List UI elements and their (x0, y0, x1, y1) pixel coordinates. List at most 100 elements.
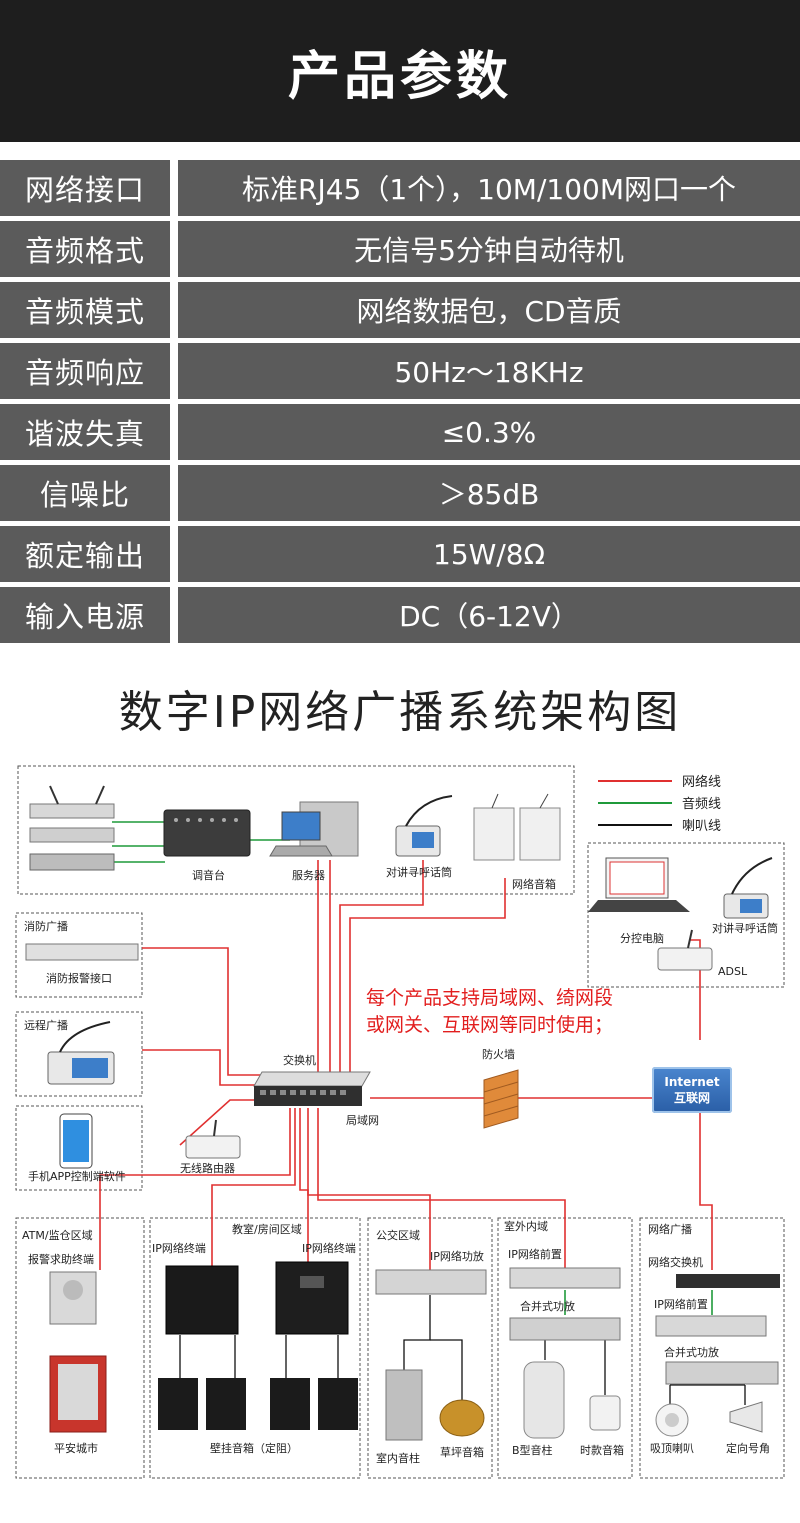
netbc-s2: 定向号角 (726, 1441, 770, 1455)
switch-icon (253, 1071, 371, 1106)
rack-equipment (29, 785, 115, 871)
netbc-amp-icon (665, 1361, 779, 1385)
horn-speaker-icon (729, 1401, 763, 1433)
bus-amp: IP网络功放 (430, 1249, 484, 1263)
spec-row: 谐波失真≤0.3% (0, 404, 800, 460)
firewall-label: 防火墙 (482, 1047, 515, 1061)
adsl-label: ADSL (718, 965, 748, 978)
netbc-pre: IP网络前置 (654, 1297, 708, 1311)
fire-device-label: 消防报警接口 (46, 971, 112, 985)
spec-row: 音频模式网络数据包，CD音质 (0, 282, 800, 338)
netbc-title: 网络广播 (648, 1222, 692, 1236)
outdoor-amp: 合并式功放 (520, 1299, 575, 1313)
remote-bc-intercom-icon (47, 1021, 115, 1085)
atm-zone-frame (15, 1217, 145, 1479)
phone-icon (59, 1113, 93, 1169)
spec-label: 音频响应 (0, 343, 170, 399)
atm-title: ATM/监仓区域 (22, 1228, 93, 1242)
laptop-icon (588, 857, 690, 912)
column-speaker-icon (385, 1369, 423, 1441)
netbc-s1: 吸顶喇叭 (650, 1441, 694, 1455)
safe-city-terminal-icon (49, 1355, 107, 1433)
mixer-label: 调音台 (192, 868, 225, 882)
intercom-label: 对讲寻呼话筒 (386, 865, 452, 879)
atm-sub: 报警求助终端 (28, 1252, 94, 1266)
app-label: 手机APP控制端软件 (28, 1169, 126, 1183)
usage-note: 每个产品支持局域网、绮网段 或网关、互联网等同时使用； (366, 985, 696, 1039)
spec-label: 额定输出 (0, 526, 170, 582)
router-label: 无线路由器 (180, 1161, 235, 1175)
netbc-preamp-icon (655, 1315, 767, 1337)
wireless-router-icon (185, 1119, 241, 1159)
atm-bottom: 平安城市 (54, 1441, 98, 1455)
spec-label: 输入电源 (0, 587, 170, 643)
app-section-frame (15, 1105, 143, 1191)
spec-row: 信噪比＞85dB (0, 465, 800, 521)
page-header: 产品参数 (0, 0, 800, 142)
classroom-zone-frame (149, 1217, 361, 1479)
spec-label: 信噪比 (0, 465, 170, 521)
outdoor-s1: B型音柱 (512, 1443, 553, 1457)
remote-intercom-label: 对讲寻呼话筒 (712, 921, 778, 935)
lan-label: 局域网 (346, 1114, 379, 1127)
page-title: 产品参数 (287, 46, 512, 107)
remote-intercom-icon (723, 857, 773, 919)
outdoor-s2: 时款音箱 (580, 1443, 624, 1457)
wall-speaker-icon (158, 1378, 358, 1430)
diagram-title: 数字IP网络广播系统架构图 (118, 687, 682, 738)
spec-label: 网络接口 (0, 160, 170, 216)
classroom-t2: IP网络终端 (302, 1241, 356, 1255)
internet-node: Internet 互联网 (652, 1067, 732, 1113)
usage-note-line: 每个产品支持局域网、绮网段 (366, 987, 614, 1009)
intercom-icon (395, 795, 453, 857)
ceiling-speaker-icon (655, 1403, 689, 1437)
bus-s2: 草坪音箱 (440, 1445, 484, 1459)
classroom-t1: IP网络终端 (152, 1241, 206, 1255)
legend-speaker-label: 喇叭线 (682, 819, 721, 834)
legend-audio-label: 音频线 (682, 796, 721, 812)
spec-value: 网络数据包，CD音质 (178, 282, 800, 338)
netbc-sw: 网络交换机 (648, 1255, 703, 1269)
server-label: 服务器 (292, 869, 325, 882)
server-icon (269, 801, 359, 857)
spec-row: 音频格式无信号5分钟自动待机 (0, 221, 800, 277)
network-switch-icon (676, 1274, 780, 1288)
net-speaker-label: 网络音箱 (512, 877, 556, 891)
network-speaker-icon (473, 793, 561, 861)
netbc-amp: 合并式功放 (664, 1345, 719, 1359)
fire-section-frame (15, 912, 143, 998)
remote-bc-title: 远程广播 (24, 1018, 68, 1032)
classroom-title: 教室/房间区域 (232, 1222, 302, 1236)
spec-row: 网络接口标准RJ45（1个），10M/100M网口一个 (0, 160, 800, 216)
fire-interface-icon (25, 943, 139, 961)
internet-en: Internet (664, 1074, 720, 1089)
outdoor-title: 室外内域 (504, 1219, 548, 1233)
spec-value: ≤0.3% (178, 404, 800, 460)
lawn-speaker-icon (439, 1399, 485, 1437)
bus-s1: 室内音柱 (376, 1451, 420, 1465)
spec-value: 15W/8Ω (178, 526, 800, 582)
spec-label: 音频模式 (0, 282, 170, 338)
firewall-icon (483, 1069, 519, 1129)
spec-label: 音频格式 (0, 221, 170, 277)
legend-network-label: 网络线 (682, 774, 721, 790)
b-column-speaker-icon (523, 1361, 565, 1439)
spec-value: DC（6-12V） (178, 587, 800, 643)
switch-label: 交换机 (283, 1053, 316, 1067)
usage-note-line: 或网关、互联网等同时使用； (366, 1014, 614, 1036)
remote-pc-label: 分控电脑 (620, 931, 664, 945)
internet-cn: 互联网 (673, 1090, 710, 1105)
classroom-bottom: 壁挂音箱（定阻） (210, 1441, 298, 1455)
ip-terminal-icon (165, 1261, 349, 1335)
fire-title: 消防广播 (24, 919, 68, 933)
system-architecture-diagram: 网络线 音频线 喇叭线 (15, 765, 785, 1479)
network-lines (99, 860, 713, 1270)
top-section-frame (17, 765, 575, 895)
remote-bc-frame (15, 1011, 143, 1097)
mixing-amp-icon (509, 1317, 621, 1341)
spec-value: 标准RJ45（1个），10M/100M网口一个 (178, 160, 800, 216)
outdoor-pre: IP网络前置 (508, 1247, 562, 1261)
